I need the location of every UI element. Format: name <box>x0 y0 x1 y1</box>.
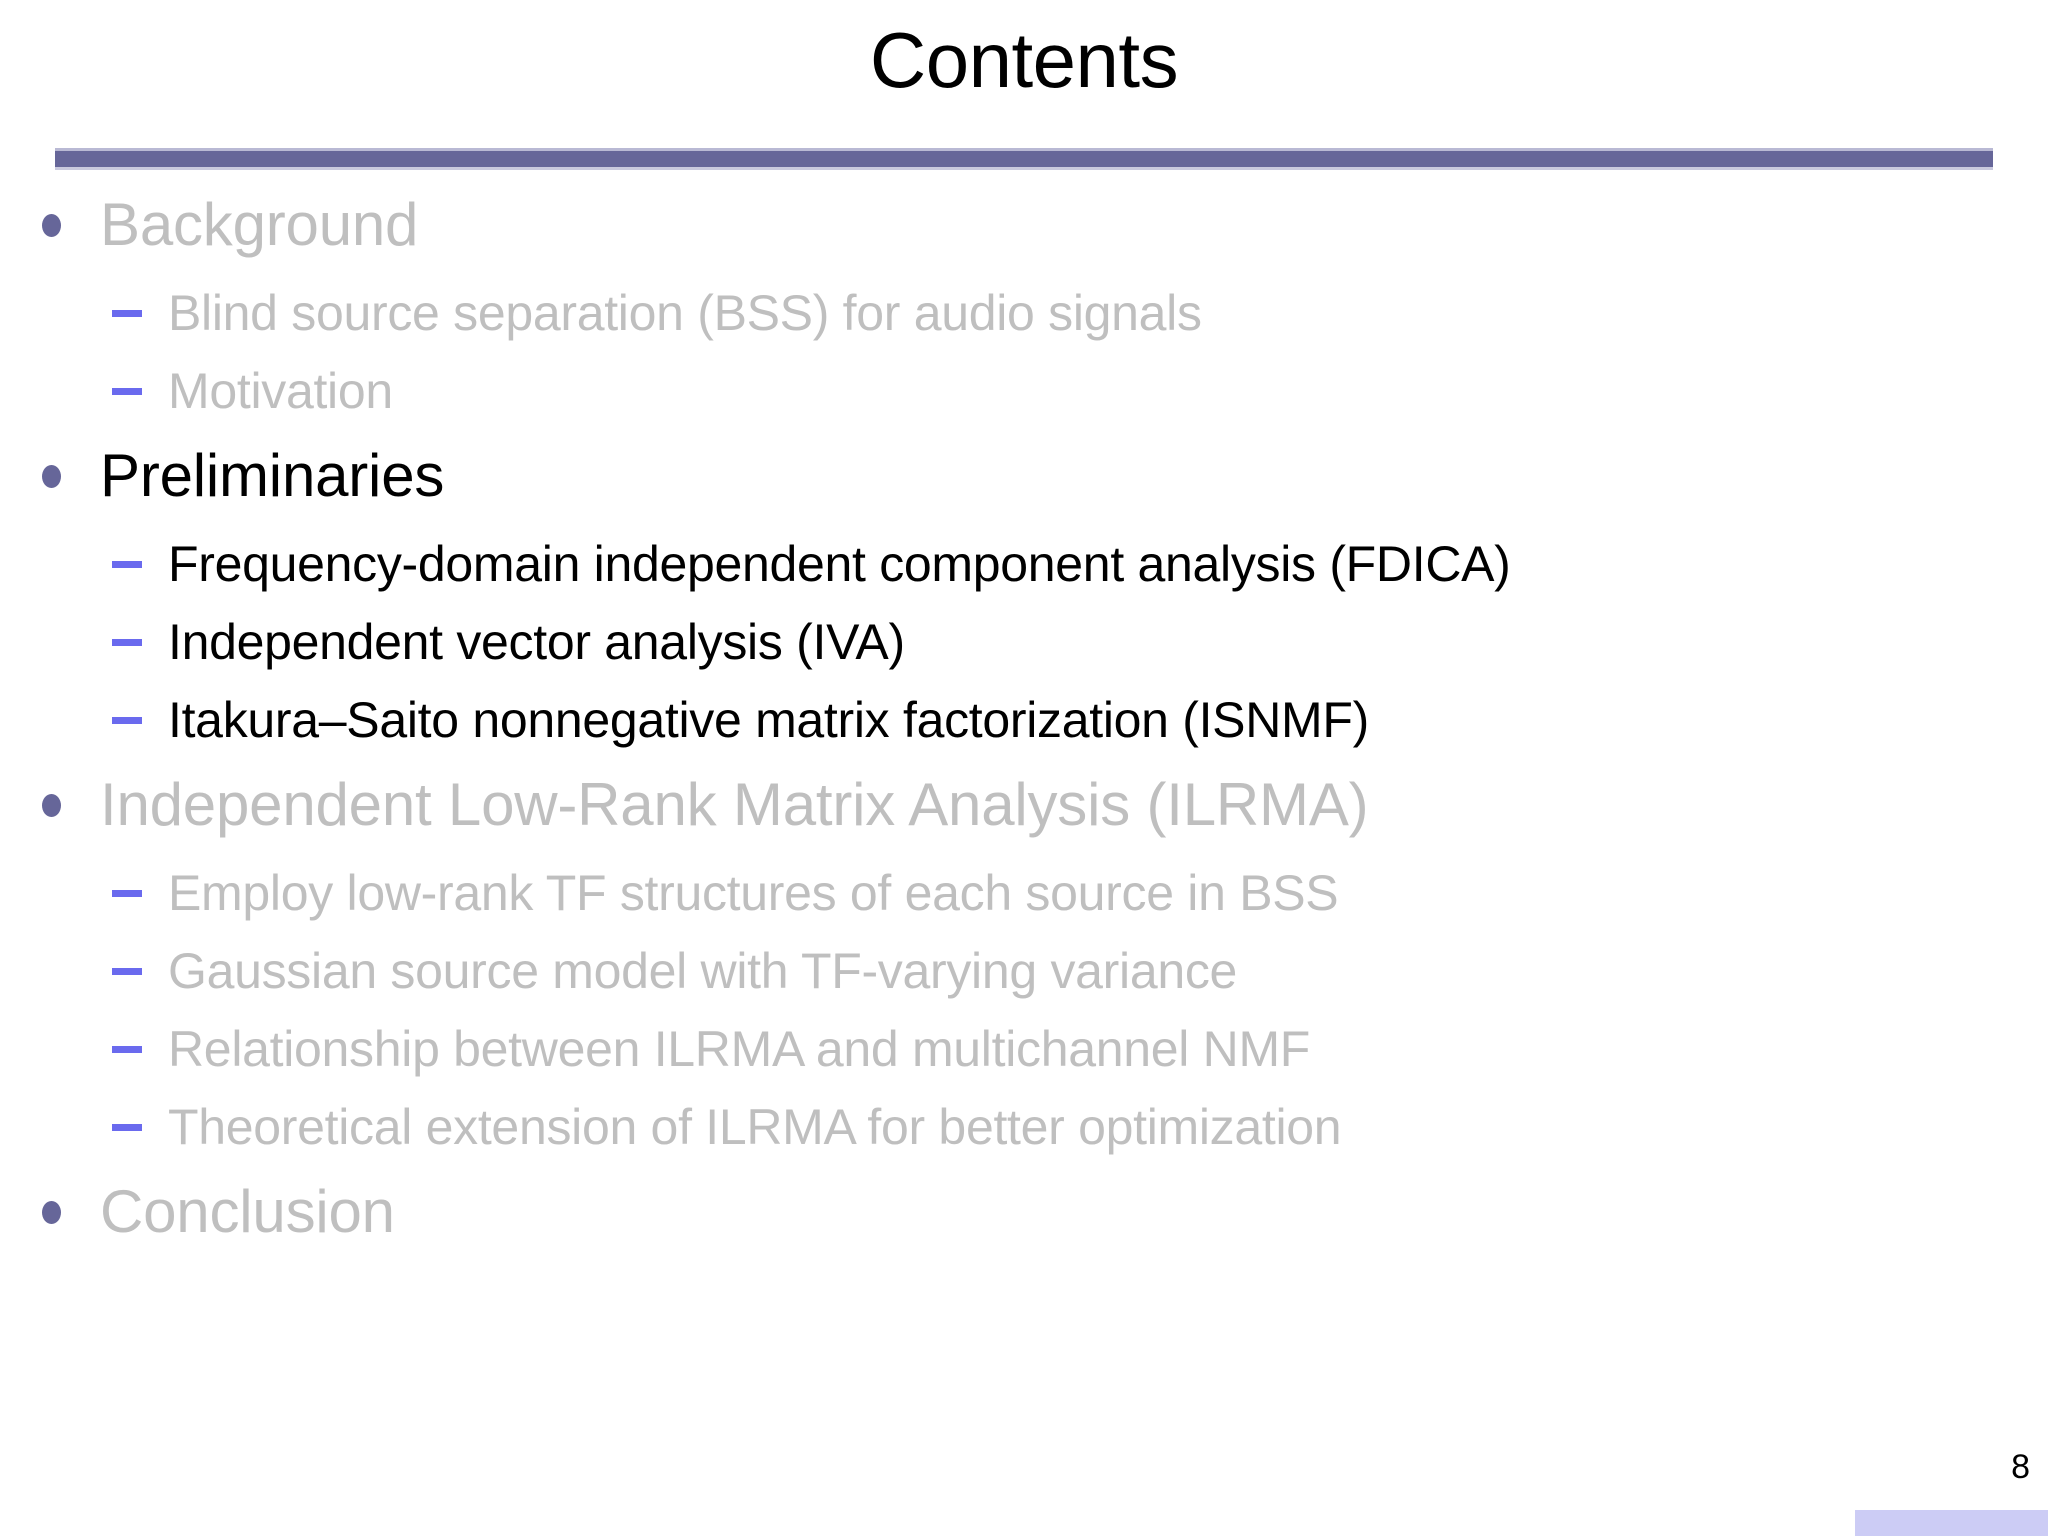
bullet-dash-icon <box>112 1091 168 1163</box>
outline-subitem-label: Blind source separation (BSS) for audio … <box>168 285 1202 341</box>
outline-subitem: Employ low-rank TF structures of each so… <box>0 857 2048 935</box>
bullet-dash-icon <box>112 606 168 678</box>
outline-subitem: Itakura–Saito nonnegative matrix factori… <box>0 684 2048 762</box>
bullet-dot-icon <box>42 762 100 848</box>
bullet-dot-icon <box>42 182 100 268</box>
page-number: 8 <box>2011 1448 2030 1486</box>
bullet-dash-icon <box>112 857 168 929</box>
bullet-dot-glyph <box>42 793 61 817</box>
outline-subitem-label: Frequency-domain independent component a… <box>168 536 1511 592</box>
footer-accent-bar <box>1855 1510 2048 1536</box>
bullet-dash-glyph <box>112 387 142 395</box>
bullet-dash-icon <box>112 528 168 600</box>
bullet-dot-glyph <box>42 464 61 488</box>
outline-subitem: Relationship between ILRMA and multichan… <box>0 1013 2048 1091</box>
outline-subitem: Independent vector analysis (IVA) <box>0 606 2048 684</box>
outline-subitem-label: Employ low-rank TF structures of each so… <box>168 865 1339 921</box>
bullet-dash-glyph <box>112 638 142 646</box>
outline-section: Independent Low-Rank Matrix Analysis (IL… <box>0 762 2048 857</box>
bullet-dot-icon <box>42 1169 100 1255</box>
outline-subitem: Theoretical extension of ILRMA for bette… <box>0 1091 2048 1169</box>
outline-subitem: Frequency-domain independent component a… <box>0 528 2048 606</box>
outline-subitem: Gaussian source model with TF-varying va… <box>0 935 2048 1013</box>
bullet-dash-icon <box>112 935 168 1007</box>
bullet-dash-icon <box>112 684 168 756</box>
title-divider <box>55 148 1993 170</box>
divider-highlight-top <box>55 148 1993 151</box>
outline-section-label: Independent Low-Rank Matrix Analysis (IL… <box>100 771 1369 838</box>
bullet-dash-glyph <box>112 560 142 568</box>
bullet-dash-icon <box>112 277 168 349</box>
bullet-dash-glyph <box>112 309 142 317</box>
divider-highlight-bottom <box>55 167 1993 170</box>
bullet-dash-glyph <box>112 1123 142 1131</box>
outline-subitem: Blind source separation (BSS) for audio … <box>0 277 2048 355</box>
outline-subitem: Motivation <box>0 355 2048 433</box>
outline-subitem-label: Independent vector analysis (IVA) <box>168 614 905 670</box>
bullet-dash-icon <box>112 355 168 427</box>
bullet-dash-glyph <box>112 1045 142 1053</box>
outline-subitem-label: Motivation <box>168 363 393 419</box>
outline-section: Preliminaries <box>0 433 2048 528</box>
outline-subitem-label: Gaussian source model with TF-varying va… <box>168 943 1238 999</box>
outline-subitem-label: Relationship between ILRMA and multichan… <box>168 1021 1311 1077</box>
outline-section-label: Background <box>100 191 419 258</box>
outline-subitem-label: Theoretical extension of ILRMA for bette… <box>168 1099 1342 1155</box>
bullet-dot-glyph <box>42 213 61 237</box>
outline-section: Conclusion <box>0 1169 2048 1264</box>
page-title: Contents <box>869 16 1179 104</box>
bullet-dash-glyph <box>112 716 142 724</box>
bullet-dash-glyph <box>112 967 142 975</box>
bullet-dot-glyph <box>42 1200 61 1224</box>
outline-section-label: Conclusion <box>100 1178 395 1245</box>
bullet-dash-glyph <box>112 889 142 897</box>
outline-section: Background <box>0 182 2048 277</box>
bullet-dash-icon <box>112 1013 168 1085</box>
divider-core <box>55 151 1993 167</box>
outline-subitem-label: Itakura–Saito nonnegative matrix factori… <box>168 692 1369 748</box>
bullet-dot-icon <box>42 433 100 519</box>
outline-section-label: Preliminaries <box>100 442 445 509</box>
